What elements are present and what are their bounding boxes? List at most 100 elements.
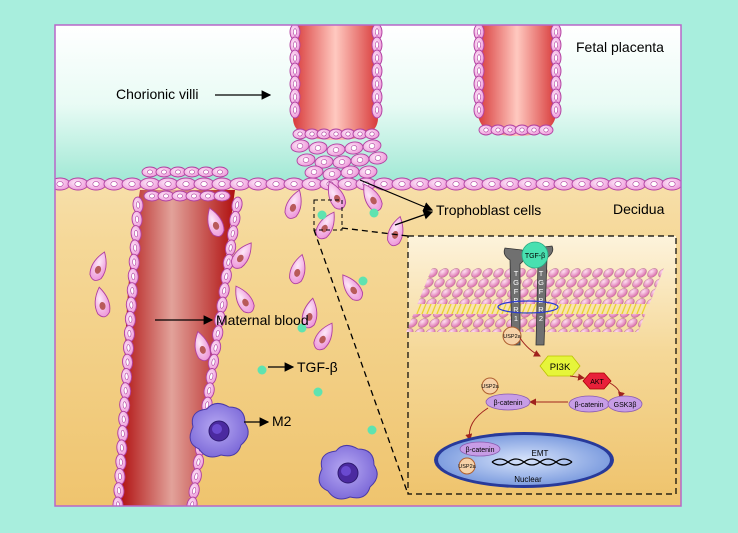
epithelial-cell [308,141,328,155]
label-nuclear: Nuclear [514,475,542,484]
label-beta-catenin-3: β-catenin [466,447,495,454]
label-pi3k: PI3K [550,362,571,373]
epithelial-cell [199,190,217,202]
epithelial-cell [326,143,346,157]
tgf-beta-dot [369,208,379,218]
epithelial-cell [625,177,647,191]
epithelial-cell [289,25,301,41]
label-tgf-beta: TGF-β [297,359,338,375]
epithelial-cell [128,253,140,271]
tgf-beta-dot [317,210,327,220]
epithelial-cell [550,75,562,93]
epithelial-cell [229,210,241,228]
epithelial-cell [371,36,383,54]
epithelial-cell [169,166,187,178]
epithelial-cell [550,101,562,119]
gsk3b-node [607,395,643,413]
epithelial-cell [304,165,324,179]
epithelial-cell [409,177,431,191]
chorionic-villus-left [293,25,378,140]
epithelial-cell [290,139,310,153]
label-m2: M2 [272,413,292,429]
epithelial-cell [118,410,130,428]
label-beta-catenin-1: β-catenin [494,400,523,407]
arrow-trophoblast-1 [359,179,434,212]
epithelial-cell [481,177,503,191]
label-trophoblast-cells: Trophoblast cells [436,202,541,218]
trophoblast-cell [230,242,252,269]
m2-macrophage [318,445,378,500]
label-fetal-placenta: Fetal placenta [576,39,664,55]
epithelial-cell [211,166,229,178]
trophoblast-cell [289,253,306,285]
epithelial-cell [314,155,334,169]
epithelial-cell [538,124,554,136]
pi3k-node [539,355,581,377]
label-emt: EMT [532,449,549,458]
epithelial-cell [473,88,485,106]
epithelial-cell [211,177,233,191]
trophoblast-cell [194,330,211,362]
label-chorionic-villi: Chorionic villi [116,86,198,102]
trophoblast-cell [313,322,333,351]
epithelial-cell [115,453,127,471]
epithelial-cell [185,190,203,202]
epithelial-cell [340,165,360,179]
epithelial-cell [122,353,133,371]
epithelial-cell [607,177,629,191]
epithelial-cell [358,165,378,179]
zoom-source-box [313,199,343,231]
epithelial-cell [127,267,139,285]
epithelial-cell [212,325,224,342]
trophoblast-cell [207,207,225,237]
main-panel [55,25,681,506]
epithelial-cell [550,88,562,106]
epithelial-cell [373,177,395,191]
epithelial-cell [571,177,593,191]
epithelial-cell [247,177,269,191]
epithelial-cell [371,101,383,119]
epithelial-cell [157,190,175,202]
epithelial-cell [155,166,173,178]
usp2a-membrane [502,326,522,346]
epithelial-cell [371,62,383,80]
epithelial-cell [368,151,388,165]
panel-border [54,24,682,507]
trophoblast-cell [363,183,383,212]
epithelial-cell [175,177,197,191]
trophoblast-cell [301,297,318,329]
epithelial-cell [188,482,200,500]
epithelial-cell [643,177,665,191]
epithelial-cell [141,166,159,178]
epithelial-cell [213,190,231,202]
epithelial-cell [316,128,332,140]
maternal-blood-vessel [120,190,235,506]
epithelial-cell [371,75,383,93]
epithelial-cell [473,25,485,41]
epithelial-cell [197,166,215,178]
epithelial-cell [463,177,485,191]
tgf-beta-dot [367,425,377,435]
trophoblast-cell [235,285,255,314]
label-inset-tgf-beta: TGF-β [525,253,545,260]
epithelial-cell [289,62,301,80]
label-usp2a-1: USP2a [503,334,521,340]
epithelial-cell [526,124,542,136]
tgf-beta-dot [313,387,323,397]
receptor-ring [497,300,559,314]
epithelial-cell [231,196,243,214]
epithelial-cell [535,177,557,191]
epithelial-cell [517,177,539,191]
beta-catenin-free [485,393,531,411]
epithelial-cell [193,177,215,191]
trophoblast-cell [89,251,107,281]
trophoblast-cell [94,286,111,318]
zoom-guide-lower [313,229,409,495]
arrow-trophoblast-2 [394,210,434,226]
epithelial-cell [553,177,575,191]
tgf-beta-dot [358,276,368,286]
